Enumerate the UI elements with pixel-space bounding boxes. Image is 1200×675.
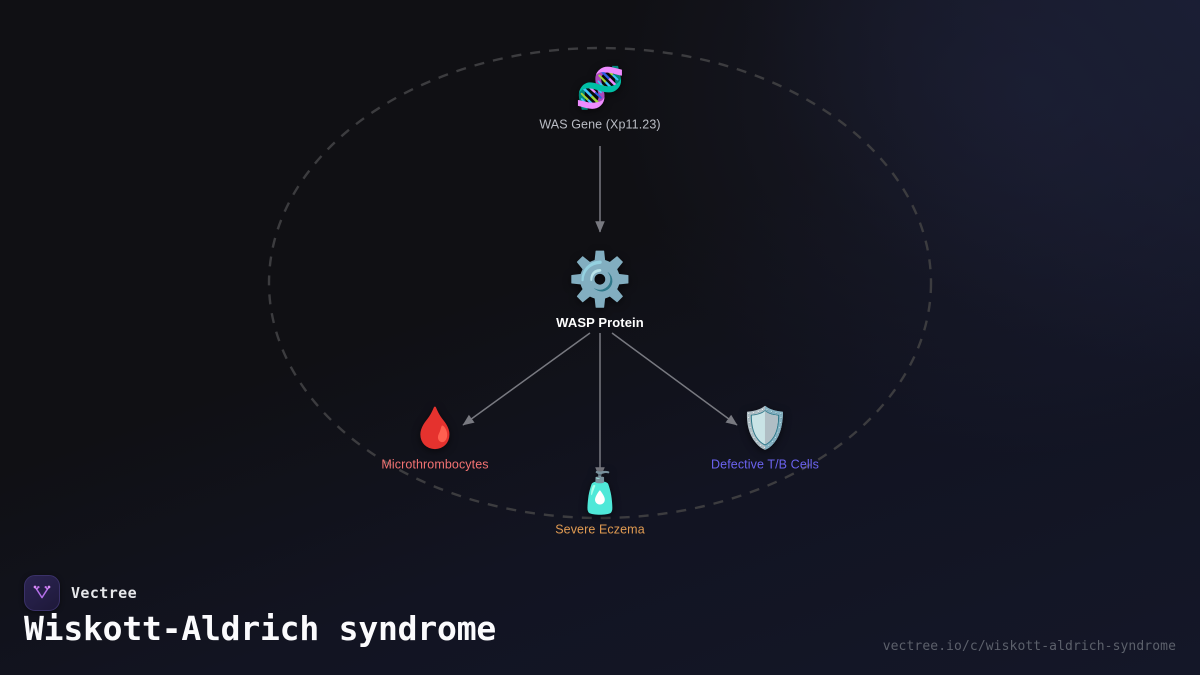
- brand[interactable]: Vectree: [24, 575, 137, 611]
- brand-name: Vectree: [71, 584, 138, 602]
- graph-node-defective-t-b-cells[interactable]: 🛡️ Defective T/B Cells: [655, 409, 875, 472]
- graph-node-was-gene[interactable]: 🧬 WAS Gene (Xp11.23): [490, 69, 710, 132]
- graph-node-label-was-gene: WAS Gene (Xp11.23): [539, 117, 661, 132]
- gear-icon: ⚙️: [567, 251, 633, 309]
- vectree-logo-icon: [24, 575, 60, 611]
- graph-node-label-microthrombocytes: Microthrombocytes: [381, 457, 489, 472]
- graph-node-severe-eczema[interactable]: 🧴 Severe Eczema: [490, 474, 710, 537]
- lotion-bottle-icon: 🧴: [575, 471, 625, 516]
- shield-icon: 🛡️: [740, 406, 790, 451]
- graph-node-label-severe-eczema: Severe Eczema: [555, 522, 645, 537]
- graph-node-wasp-protein[interactable]: ⚙️ WASP Protein: [490, 254, 710, 330]
- graph-node-label-defective-t-b-cells: Defective T/B Cells: [711, 457, 819, 472]
- graph-node-microthrombocytes[interactable]: 🩸 Microthrombocytes: [325, 409, 545, 472]
- page-title: Wiskott-Aldrich syndrome: [24, 609, 497, 648]
- footer: Vectree Wiskott-Aldrich syndrome vectree…: [0, 563, 1200, 675]
- page-url: vectree.io/c/wiskott-aldrich-syndrome: [882, 639, 1176, 654]
- dna-icon: 🧬: [575, 66, 625, 111]
- graph-node-label-wasp-protein: WASP Protein: [556, 315, 644, 330]
- blood-drop-icon: 🩸: [410, 406, 460, 451]
